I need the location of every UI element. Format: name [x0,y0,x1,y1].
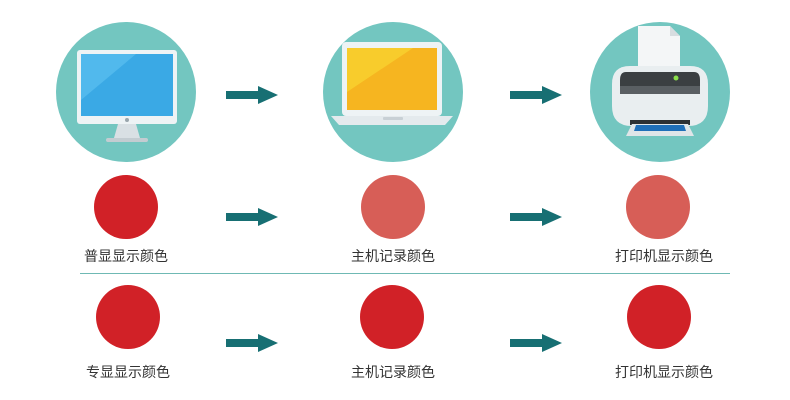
laptop-circle [323,22,463,162]
arrow-right-icon [226,208,278,226]
row2-label-monitor: 专显显示颜色 [86,365,170,381]
desktop-monitor-circle [56,22,196,162]
row2-label-host: 主机记录颜色 [351,365,435,381]
arrow-right-icon [510,208,562,226]
arrow-right-icon [226,86,278,104]
color-swatch-muted [361,175,425,239]
color-swatch-muted [626,175,690,239]
laptop-icon [331,42,453,125]
color-swatch-saturated [360,285,424,349]
arrow-right-icon [510,334,562,352]
printer-circle [590,22,730,162]
arrow-right-icon [226,334,278,352]
row1-label-monitor: 普显显示颜色 [84,249,168,265]
arrow-right-icon [510,86,562,104]
divider-line [80,273,730,274]
row1-label-host: 主机记录颜色 [351,249,435,265]
color-swatch-saturated [96,285,160,349]
row1-label-printer: 打印机显示颜色 [615,249,713,265]
color-swatch-saturated [627,285,691,349]
color-swatch-saturated [94,175,158,239]
row2-label-printer: 打印机显示颜色 [615,365,713,381]
desktop-monitor-icon [77,50,177,142]
printer-icon [612,26,708,136]
